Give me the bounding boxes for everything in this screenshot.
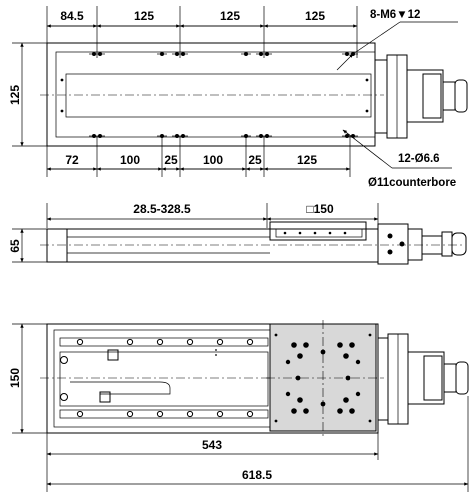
side-view: 28.5-328.5 □150 [8,202,467,265]
dim-84-5: 84.5 [60,9,84,23]
dim-543: 543 [202,438,222,452]
tapped-hole-pair [256,52,272,56]
carriage-hole-pattern [274,333,372,423]
tapped-hole-pair [89,52,105,56]
dim-125-a: 125 [134,9,154,23]
dim-125-height: 125 [8,85,22,105]
dim-table-size: □150 [306,202,334,216]
dim-25-a: 25 [164,153,178,167]
side-height-dimension: 65 [8,228,47,263]
side-carriage [269,221,367,241]
dim-25-b: 25 [248,153,262,167]
top-small-hole [365,109,369,113]
side-motor-assembly [377,223,467,265]
note-counterbore: Ø11counterbore [368,177,456,189]
dim-72: 72 [65,153,79,167]
top-hole-row-lower [89,134,358,138]
note-mounting-holes: 12-Ø6.6 [398,153,440,165]
top-hole-row-upper [89,52,358,56]
bottom-view: 150 543 618.5 [8,320,469,492]
counterbore-hole-pair [172,134,188,138]
dim-125-b: 125 [220,9,240,23]
side-stroke-dimension: 28.5-328.5 [46,202,268,228]
top-inner-plate [55,51,376,138]
top-view: 84.5 125 125 125 [8,6,468,189]
top-cover-strip [65,73,372,118]
side-table-dimension: □150 [266,202,379,228]
top-small-hole [60,78,64,82]
bottom-rail-holes [60,338,254,418]
dim-125-d: 125 [297,153,317,167]
note-tapped-holes: 8-M6▼12 [370,9,420,21]
dim-stroke: 28.5-328.5 [133,202,191,216]
dim-100-a: 100 [120,153,140,167]
dim-125-c: 125 [305,9,325,23]
tapped-hole-pair [172,52,188,56]
bottom-motor-assembly [377,333,469,425]
top-motor-assembly [374,54,468,139]
dim-618-5: 618.5 [242,468,272,482]
bottom-dimension-chain: 72 100 25 100 25 125 [46,136,351,177]
tapped-hole-pair [241,52,251,56]
side-left-endcap [46,228,68,263]
bottom-height-dimension: 150 [8,323,47,434]
bottom-length-dimensions: 543 618.5 [46,396,469,492]
top-small-hole [60,109,64,113]
top-small-hole [365,78,369,82]
top-dimension-chain: 84.5 125 125 125 [46,6,358,58]
tapped-hole-pair [157,52,167,56]
top-height-dimension: 125 [8,42,47,147]
top-body-outline [46,42,376,147]
side-body-outline [46,228,379,263]
bottom-carriage-plate [266,320,380,436]
dim-65: 65 [8,239,22,253]
dim-150: 150 [8,368,22,388]
top-notes: 8-M6▼12 12-Ø6.6 Ø11counterbore [336,9,458,189]
dim-100-b: 100 [203,153,223,167]
